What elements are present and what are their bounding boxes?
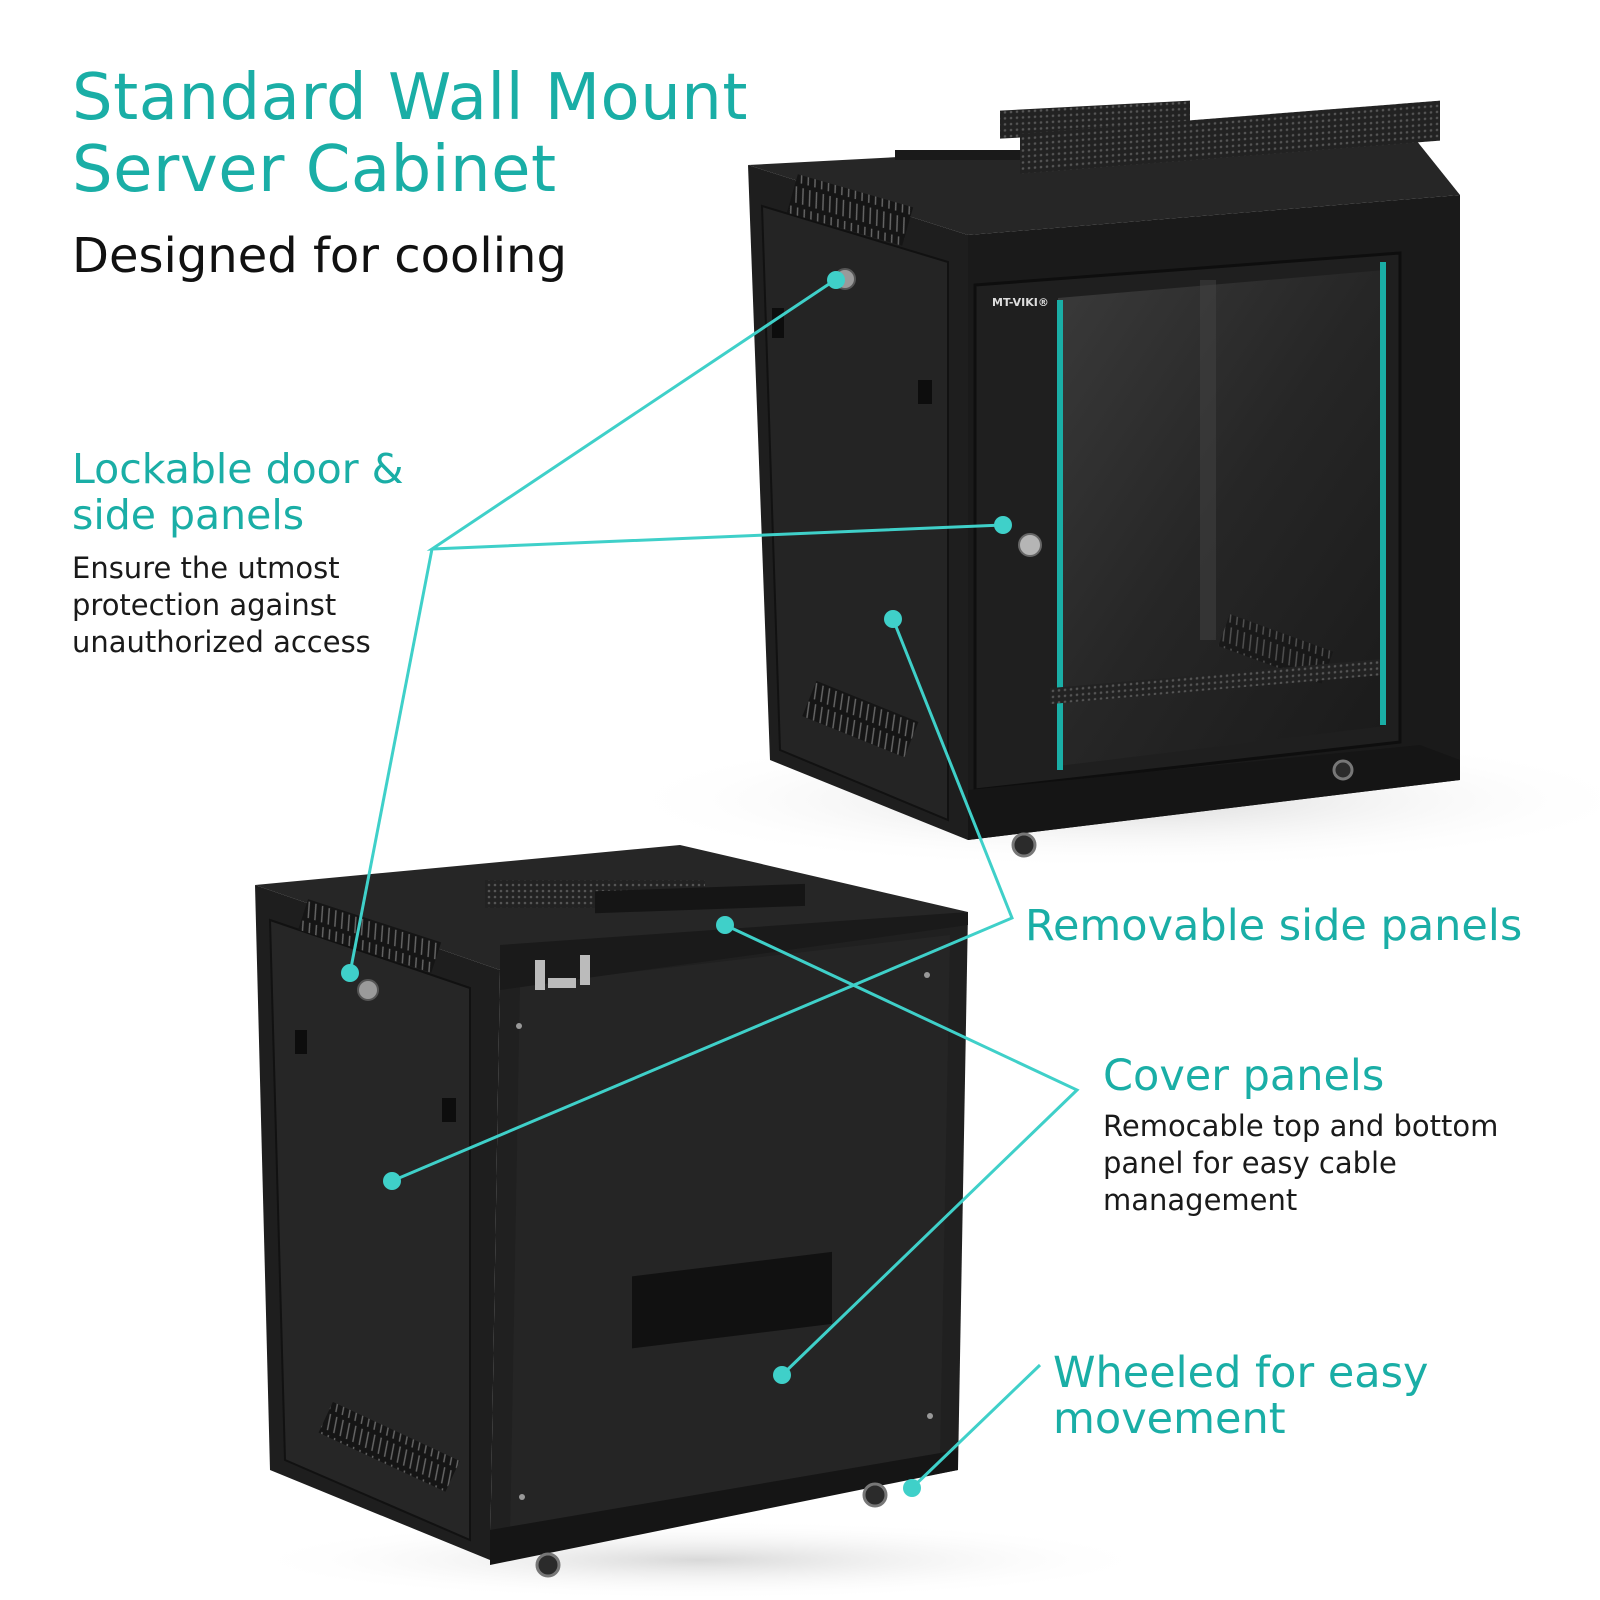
wheel <box>1011 832 1037 858</box>
feature-desc-line: Ensure the utmost <box>72 551 340 585</box>
feature-title-line: Lockable door & <box>72 445 404 493</box>
callout-line-removable <box>391 618 1014 1183</box>
feature-cover-title: Cover panels <box>1103 1053 1384 1099</box>
feature-title-line: Wheeled for easy <box>1053 1348 1429 1398</box>
callout-lines <box>348 278 1080 1490</box>
wheel <box>1332 759 1354 781</box>
title-line: Server Cabinet <box>72 133 557 207</box>
feature-removable-title: Removable side panels <box>1025 903 1522 949</box>
callout-line-wheeled <box>910 1363 1042 1490</box>
feature-lockable-title: Lockable door & side panels <box>72 446 404 538</box>
brand-logo: MT-VIKI® <box>992 296 1049 309</box>
feature-wheeled-title: Wheeled for easy movement <box>1053 1350 1429 1442</box>
wheel <box>862 1482 888 1508</box>
feature-title-line: Cover panels <box>1103 1051 1385 1101</box>
feature-title-line: Removable side panels <box>1025 901 1523 951</box>
page-subtitle: Designed for cooling <box>72 228 567 284</box>
feature-desc-line: unauthorized access <box>72 625 371 659</box>
top-cabinet: MT-VIKI® <box>610 100 1600 870</box>
door-lock <box>1018 533 1042 557</box>
bottom-cover-plate <box>632 1251 832 1349</box>
callout-line-lockable-bottom <box>348 548 434 974</box>
feature-title-line: side panels <box>72 491 305 539</box>
page-title: Standard Wall Mount Server Cabinet <box>72 62 748 206</box>
feature-desc-line: panel for easy cable <box>1103 1146 1397 1180</box>
feature-desc-line: Remocable top and bottom <box>1103 1109 1499 1143</box>
title-line: Standard Wall Mount <box>72 61 748 135</box>
bottom-cabinet <box>240 845 1160 1600</box>
feature-desc-line: management <box>1103 1183 1298 1217</box>
callout-line-cover <box>724 923 1080 1377</box>
feature-title-line: movement <box>1053 1394 1286 1444</box>
feature-cover-description: Remocable top and bottom panel for easy … <box>1103 1108 1498 1219</box>
feature-desc-line: protection against <box>72 588 337 622</box>
feature-lockable-description: Ensure the utmost protection against una… <box>72 550 371 661</box>
wheel <box>535 1552 561 1578</box>
callout-dots <box>341 271 1012 1497</box>
